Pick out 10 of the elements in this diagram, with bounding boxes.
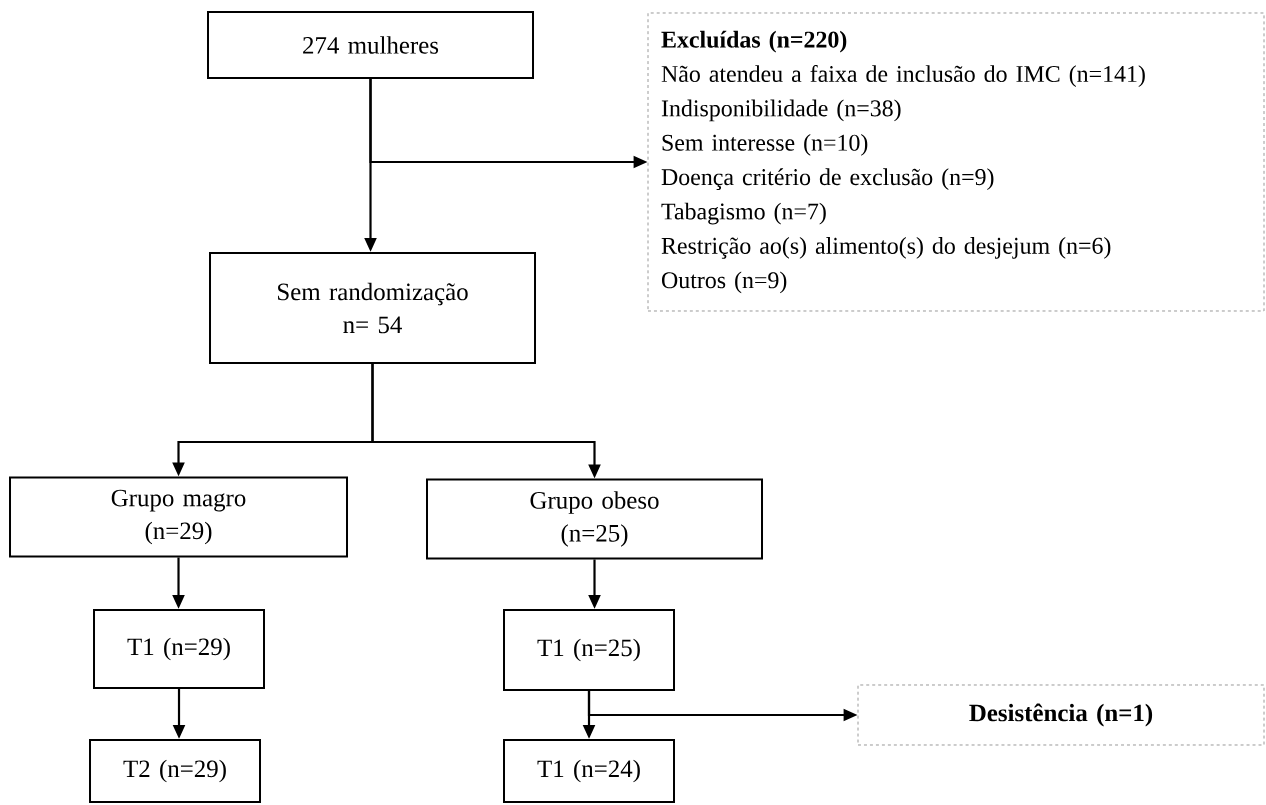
group-box: Grupo magro (n=29) [9,476,348,558]
process-box: Sem randomização n= 54 [209,252,536,364]
process-box: T1 (n=29) [93,609,265,689]
process-box: T1 (n=24) [503,739,675,803]
process-box: T2 (n=29) [89,739,261,803]
process-box: T1 (n=25) [503,609,675,691]
group-box: Grupo obeso (n=25) [426,478,763,560]
exclusion-box: Excluídas (n=220) Não atendeu a faixa de inclusão do IMC (n=141) Indisponibilidade (n=38) Sem interesse (n=10) Doença critério de exclusão (n=9) Tabagismo (n=7) Restrição ao(s) alimento(s) do desjejum (n=6) Outros (n=9) [647,12,1265,312]
dropout-box: Desistência (n=1) [857,684,1265,746]
process-box: 274 mulheres [207,11,534,79]
